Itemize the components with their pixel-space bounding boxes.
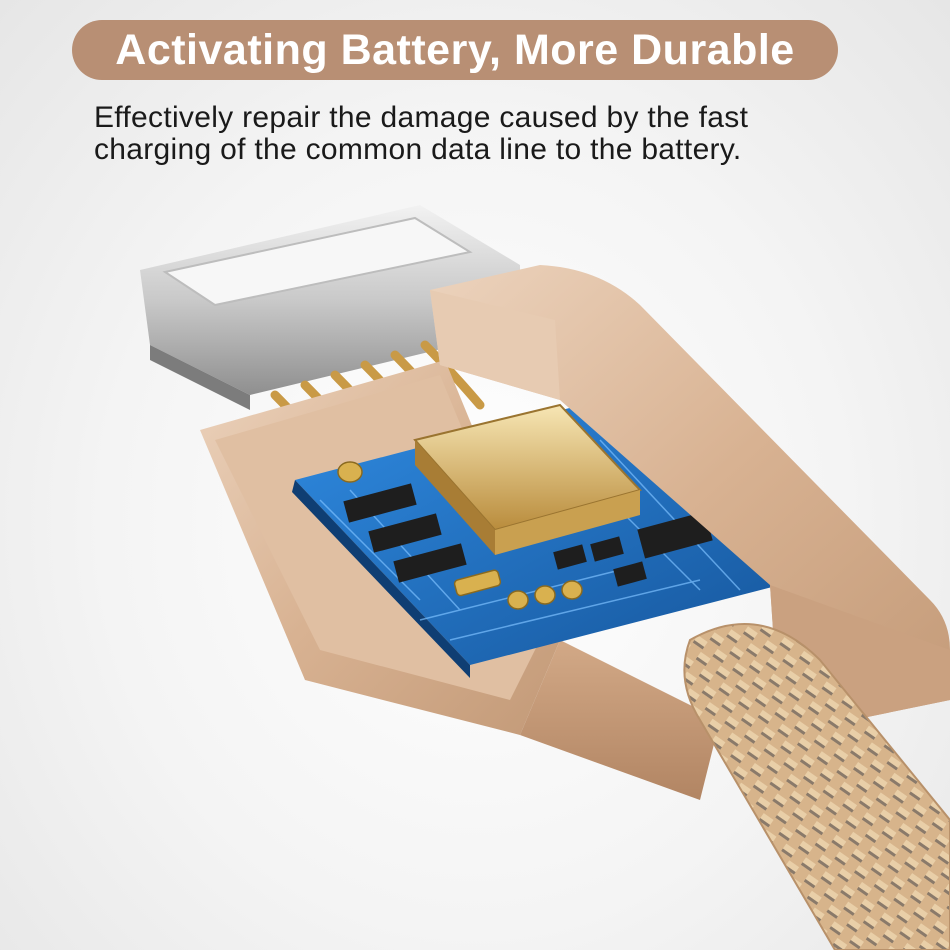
title-banner: Activating Battery, More Durable bbox=[72, 20, 838, 80]
braided-cable bbox=[683, 623, 950, 950]
description-text: Effectively repair the damage caused by … bbox=[94, 102, 854, 166]
description-line-1: Effectively repair the damage caused by … bbox=[94, 101, 749, 134]
gold-chip bbox=[413, 403, 642, 555]
description-line-2: charging of the common data line to the … bbox=[94, 133, 742, 166]
page-title: Activating Battery, More Durable bbox=[115, 25, 795, 74]
lightning-connector-illustration bbox=[140, 205, 950, 950]
